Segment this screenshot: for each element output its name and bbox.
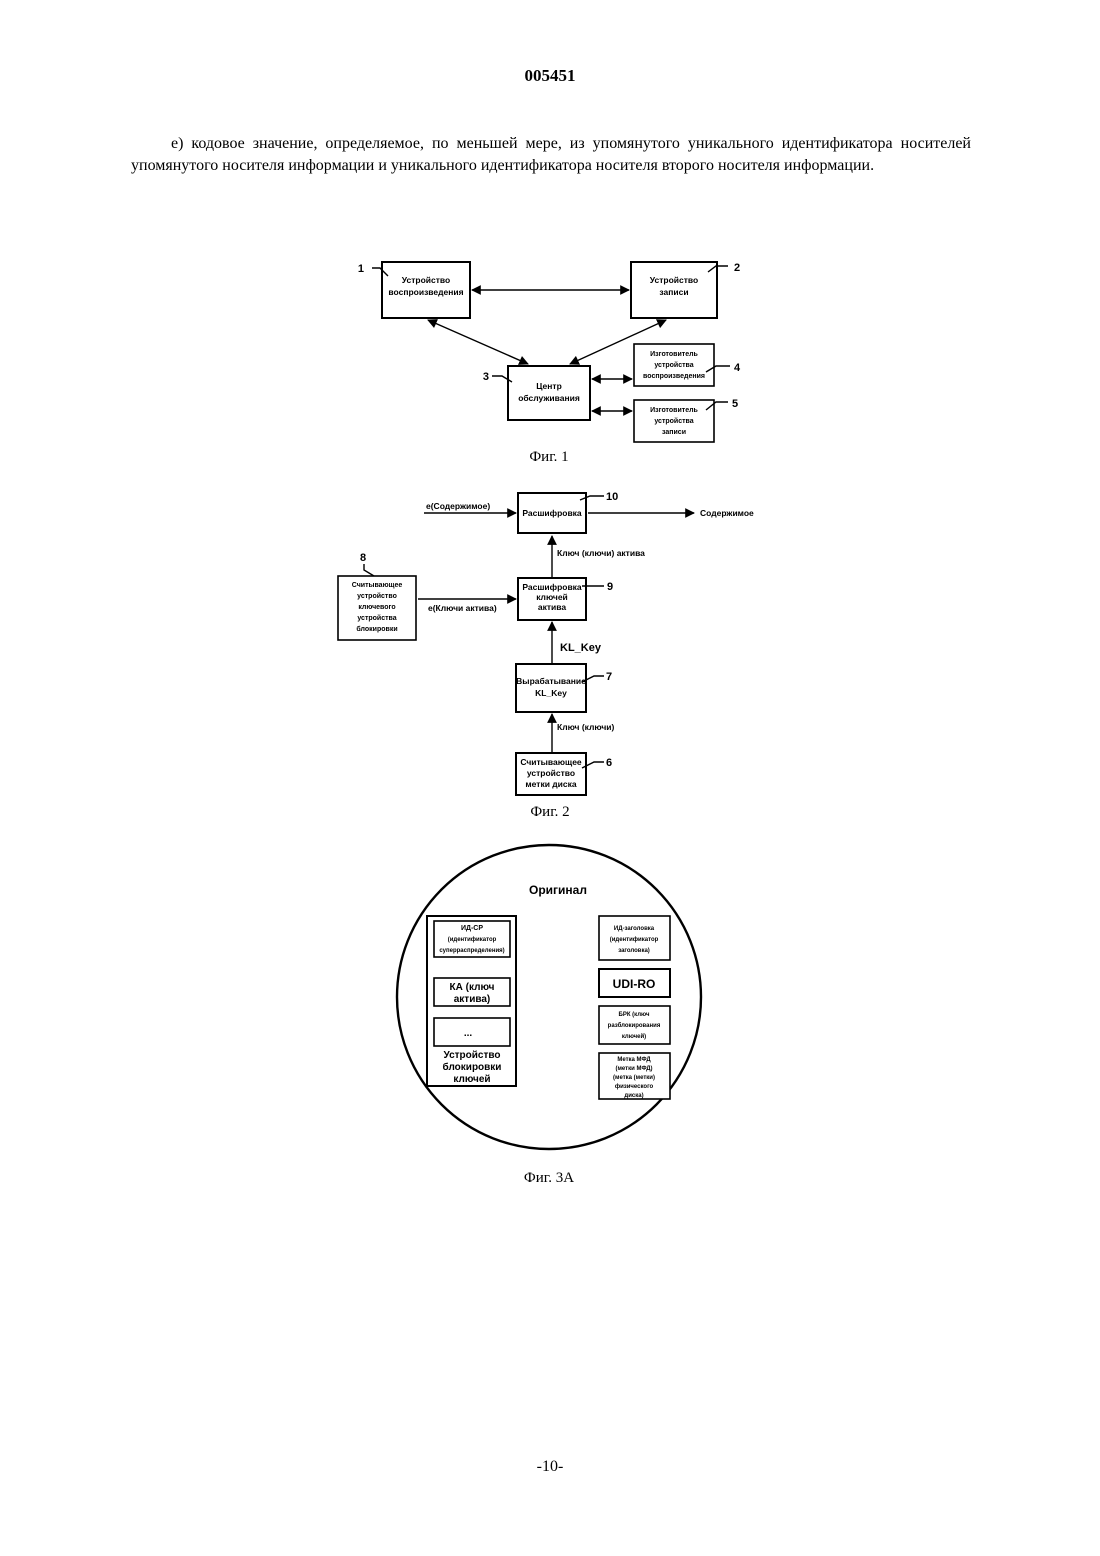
figure-2-diagram: Расшифровка 10 e(Содержимое) Содержимое … xyxy=(0,480,1100,820)
recorder-label-1: Устройство xyxy=(650,275,698,285)
figure-1-diagram: Устройство воспроизведения 1 Устройство … xyxy=(0,0,1100,480)
arrow-1-3 xyxy=(428,320,528,364)
recorder-manufacturer-label-2: устройства xyxy=(654,417,693,425)
title-id-label-3: заголовка) xyxy=(618,948,650,954)
id-sr-label-3: суперраспределения) xyxy=(439,948,504,954)
playback-manufacturer-label-1: Изготовитель xyxy=(650,351,698,358)
title-id-label-2: (идентификатор xyxy=(610,936,659,943)
playback-manufacturer-label-2: устройства xyxy=(654,361,693,369)
page-number: -10- xyxy=(0,1458,1100,1476)
figure-1-caption: Фиг. 1 xyxy=(529,449,568,465)
key-unlock-label-3: ключей) xyxy=(622,1033,646,1040)
generate-kl-key-label-1: Вырабатывание xyxy=(516,676,586,686)
ref-num-1: 1 xyxy=(358,263,364,275)
service-center-label-1: Центр xyxy=(536,381,562,391)
id-sr-label-2: (идентификатор xyxy=(448,936,497,943)
encrypted-asset-keys-label: e(Ключи актива) xyxy=(428,603,497,613)
asset-key-label-2: актива) xyxy=(454,994,491,1005)
lockbox-reader-label-3: ключевого xyxy=(358,604,395,611)
key-unlock-label-2: разблокирования xyxy=(608,1022,661,1029)
ref-num-4: 4 xyxy=(734,362,741,374)
ref-num-5: 5 xyxy=(732,398,738,410)
key-decrypt-label-2: ключей xyxy=(536,592,568,602)
recorder-manufacturer-label-1: Изготовитель xyxy=(650,407,698,414)
encrypted-content-label: e(Содержимое) xyxy=(426,501,490,511)
playback-device-label-1: Устройство xyxy=(402,275,450,285)
lockbox-label-2: блокировки xyxy=(443,1061,502,1073)
udi-ro-label: UDI-RO xyxy=(613,977,656,991)
leader-8 xyxy=(364,564,374,576)
physical-disc-mark-label-4: физического xyxy=(615,1083,654,1090)
lockbox-reader-label-5: блокировки xyxy=(356,625,397,633)
physical-disc-mark-label-1: Метка МФД xyxy=(617,1057,651,1063)
disc-mark-reader-label-3: метки диска xyxy=(525,779,577,789)
disc-mark-reader-label-2: устройство xyxy=(527,768,575,778)
ref-num-7: 7 xyxy=(606,671,612,683)
keys-label: Ключ (ключи) xyxy=(557,722,615,732)
id-sr-label-1: ИД-СР xyxy=(461,925,483,932)
key-decrypt-label-1: Расшифровка xyxy=(522,582,582,592)
content-output-label: Содержимое xyxy=(700,508,754,518)
disc-title: Оригинал xyxy=(529,883,587,897)
physical-disc-mark-label-3: (метка (метки) xyxy=(613,1075,655,1081)
ref-num-2: 2 xyxy=(734,262,740,274)
figure-2-caption: Фиг. 2 xyxy=(530,804,569,820)
kl-key-label: KL_Key xyxy=(560,642,602,654)
recorder-manufacturer-label-3: записи xyxy=(662,429,686,436)
key-unlock-label-1: БРК (ключ xyxy=(619,1012,650,1018)
key-decrypt-label-3: актива xyxy=(538,602,566,612)
ref-num-9: 9 xyxy=(607,581,613,593)
asset-key-label-1: КА (ключ xyxy=(450,982,495,993)
lockbox-reader-label-2: устройство xyxy=(357,592,397,600)
title-id-label-1: ИД-заголовка xyxy=(614,926,655,932)
figure-3a-diagram: Оригинал ИД-СР (идентификатор суперраспр… xyxy=(0,830,1100,1190)
ref-num-3: 3 xyxy=(483,371,489,383)
service-center-label-2: обслуживания xyxy=(518,393,580,403)
playback-manufacturer-label-3: воспроизведения xyxy=(643,373,705,380)
recorder-label-2: записи xyxy=(659,287,688,297)
physical-disc-mark-label-5: диска) xyxy=(624,1093,643,1099)
lockbox-label-1: Устройство xyxy=(444,1050,501,1061)
physical-disc-mark-label-2: (метки МФД) xyxy=(615,1066,652,1072)
ref-num-10: 10 xyxy=(606,491,618,503)
lockbox-reader-label-4: устройства xyxy=(357,614,396,622)
decrypt-label: Расшифровка xyxy=(522,508,582,518)
lockbox-label-3: ключей xyxy=(453,1074,490,1085)
disc-mark-reader-label-1: Считывающее xyxy=(520,757,582,767)
ref-num-8: 8 xyxy=(360,552,366,564)
generate-kl-key-label-2: KL_Key xyxy=(535,688,567,698)
playback-device-label-2: воспроизведения xyxy=(388,287,463,297)
figure-3a-caption: Фиг. 3А xyxy=(524,1170,574,1186)
asset-keys-label: Ключ (ключи) актива xyxy=(557,548,645,558)
ellipsis-label: ... xyxy=(464,1028,473,1039)
lockbox-reader-label-1: Считывающее xyxy=(352,582,403,589)
ref-num-6: 6 xyxy=(606,757,612,769)
